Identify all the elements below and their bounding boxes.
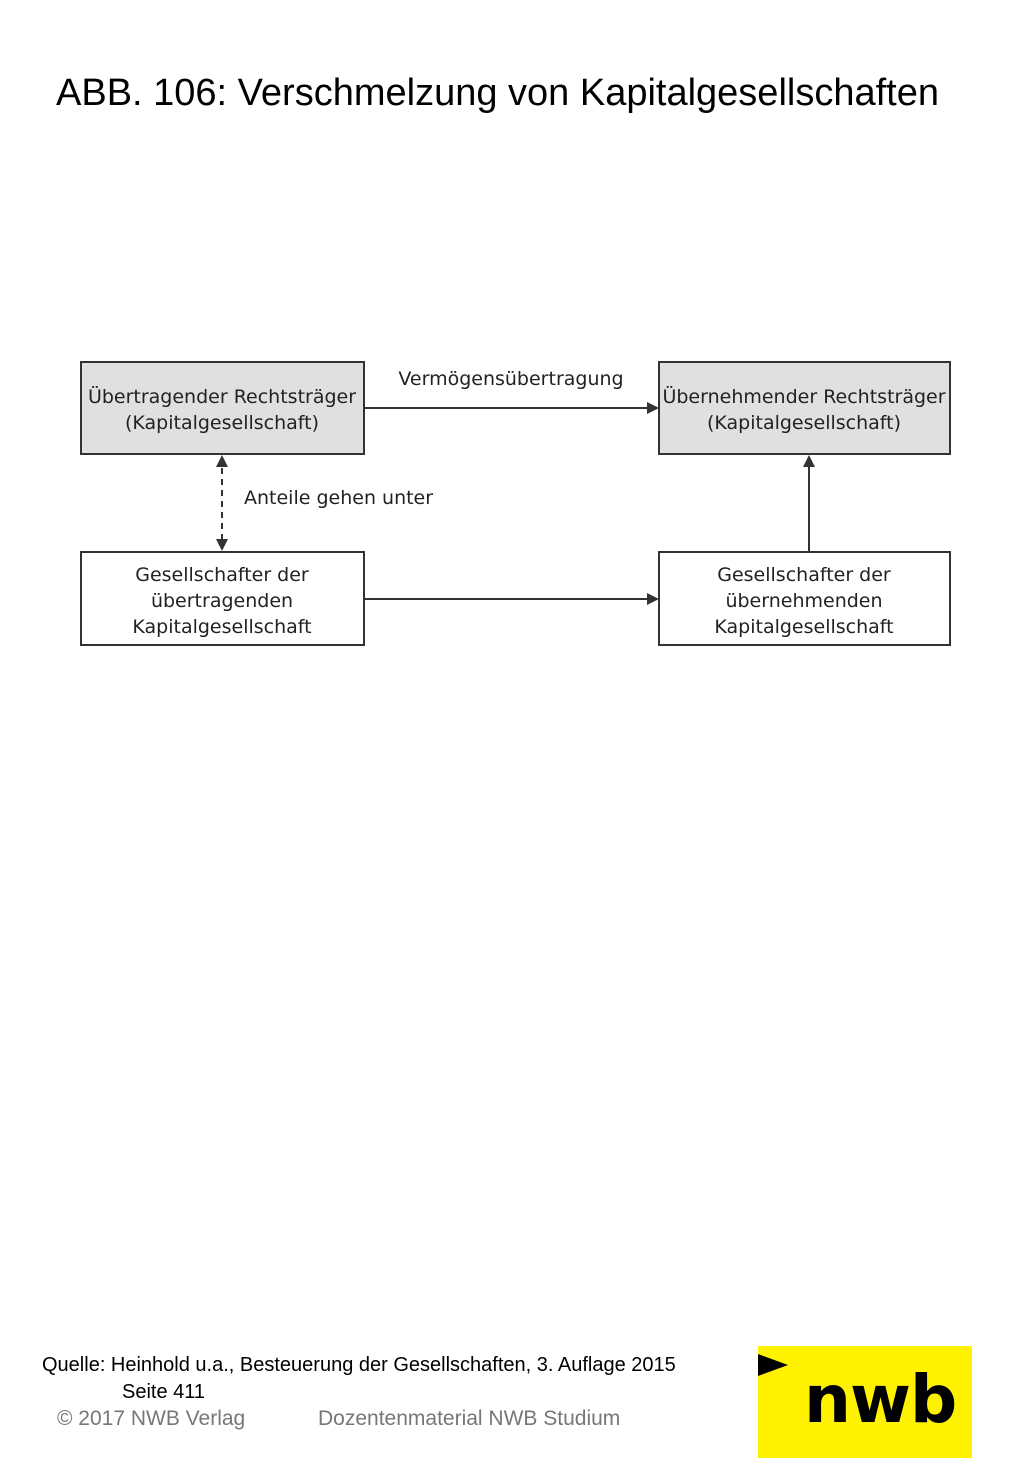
acquiring-entity-box: Übernehmender Rechtsträger (Kapitalgesel… bbox=[658, 361, 951, 455]
transferring-shareholders-line3: Kapitalgesellschaft bbox=[132, 616, 311, 638]
footer-material: Dozentenmaterial NWB Studium bbox=[318, 1407, 621, 1430]
transferring-shareholders-line2: übertragenden bbox=[151, 590, 293, 612]
acquiring-entity-label: Übernehmender Rechtsträger bbox=[662, 385, 945, 408]
transferring-entity-box: Übertragender Rechtsträger (Kapitalgesel… bbox=[80, 361, 365, 455]
transferring-entity-type: (Kapitalgesellschaft) bbox=[125, 412, 319, 434]
acquiring-shareholders-box: Gesellschafter der übernehmenden Kapital… bbox=[658, 551, 951, 646]
transferring-entity-label: Übertragender Rechtsträger bbox=[88, 385, 356, 408]
shares-lapse-label: Anteile gehen unter bbox=[244, 487, 433, 509]
play-triangle-icon bbox=[758, 1354, 788, 1376]
source-line: Quelle: Heinhold u.a., Besteuerung der G… bbox=[42, 1354, 676, 1376]
acquiring-shareholders-line1: Gesellschafter der bbox=[717, 564, 891, 586]
nwb-logo: nwb bbox=[758, 1346, 972, 1458]
page-title: ABB. 106: Verschmelzung von Kapitalgesel… bbox=[56, 72, 939, 114]
acquiring-shareholders-line3: Kapitalgesellschaft bbox=[714, 616, 893, 638]
acquiring-entity-type: (Kapitalgesellschaft) bbox=[707, 412, 901, 434]
acquiring-shareholders-line2: übernehmenden bbox=[725, 590, 882, 612]
footer-copyright: © 2017 NWB Verlag bbox=[57, 1407, 246, 1430]
transferring-shareholders-line1: Gesellschafter der bbox=[135, 564, 309, 586]
source-page: Seite 411 bbox=[122, 1381, 206, 1403]
asset-transfer-label: Vermögensübertragung bbox=[398, 368, 623, 390]
logo-text: nwb bbox=[804, 1361, 957, 1438]
source-citation: Quelle: Heinhold u.a., Besteuerung der G… bbox=[42, 1352, 676, 1406]
transferring-shareholders-box: Gesellschafter der übertragenden Kapital… bbox=[80, 551, 365, 646]
